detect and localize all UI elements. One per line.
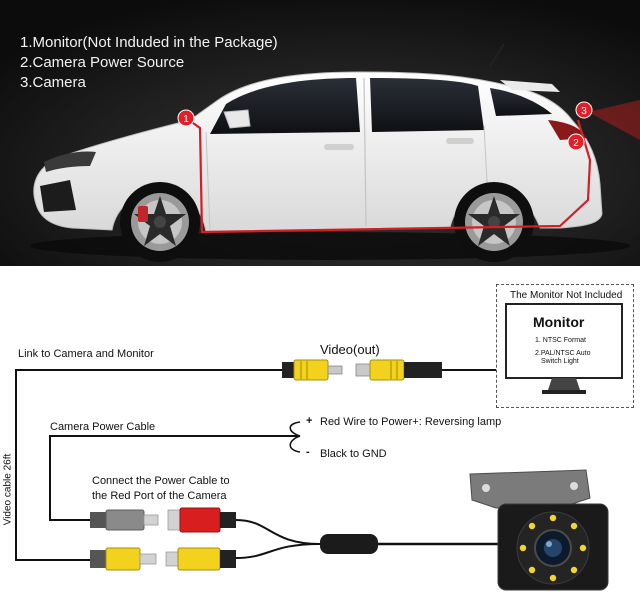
legend-item-monitor: 1.Monitor(Not Induded in the Package) <box>20 34 278 51</box>
front-wheel <box>120 182 200 262</box>
minus-sign: - <box>306 446 310 458</box>
rear-window <box>370 78 484 132</box>
marker-1-label: 1 <box>183 114 189 125</box>
camera-mount-bracket <box>469 469 591 509</box>
connect-note-line2: the Red Port of the Camera <box>92 490 227 502</box>
marker-3-label: 3 <box>581 106 587 117</box>
camera-video-connector <box>90 547 236 571</box>
legend-item-power-source: 2.Camera Power Source <box>20 54 185 71</box>
monitor-not-included-label: The Monitor Not Included <box>510 290 623 301</box>
marker-1: 1 <box>177 109 195 127</box>
monitor-spec-switch-light: Switch Light <box>541 358 579 365</box>
component-legend: 1.Monitor(Not Induded in the Package) 2.… <box>20 33 278 93</box>
camera-illustration <box>469 469 609 591</box>
video-out-connector <box>282 359 442 381</box>
power-plug-gray <box>90 509 159 531</box>
car-illustration: 1 2 3 <box>0 0 640 266</box>
video-cable-length-label: Video cable 26ft <box>2 453 14 526</box>
rear-quarter-window <box>490 88 552 116</box>
power-plug-red <box>167 507 236 533</box>
cable-junction-box <box>320 534 378 554</box>
monitor-callout-box <box>496 284 634 408</box>
monitor-title: Monitor <box>533 314 585 330</box>
wiring-route-line <box>185 117 592 234</box>
video-cable-line <box>15 369 282 561</box>
car-photo-panel: 1 2 3 1.Monitor(Not Induded in the Packa… <box>0 0 640 266</box>
camera-body <box>497 503 609 591</box>
monitor-spec-pal-ntsc: 2.PAL/NTSC Auto <box>535 350 591 357</box>
marker-2-label: 2 <box>573 138 579 149</box>
plus-sign: + <box>306 415 313 427</box>
video-out-label: Video(out) <box>320 342 380 357</box>
monitor-spec-ntsc: 1. NTSC Format <box>535 337 586 344</box>
red-wire-label: Red Wire to Power+: Reversing lamp <box>320 416 502 428</box>
legend-item-camera: 3.Camera <box>20 74 86 91</box>
connect-note-line1: Connect the Power Cable to <box>92 475 230 487</box>
link-camera-monitor-label: Link to Camera and Monitor <box>18 348 154 360</box>
camera-power-cable-label: Camera Power Cable <box>50 421 156 433</box>
black-gnd-label: Black to GND <box>320 448 387 460</box>
marker-3: 3 <box>575 101 593 119</box>
marker-2: 2 <box>567 133 585 151</box>
camera-view-beam <box>588 100 640 140</box>
video-cable-length: Video cable 26ft <box>0 450 14 530</box>
rear-wheel <box>454 182 534 262</box>
